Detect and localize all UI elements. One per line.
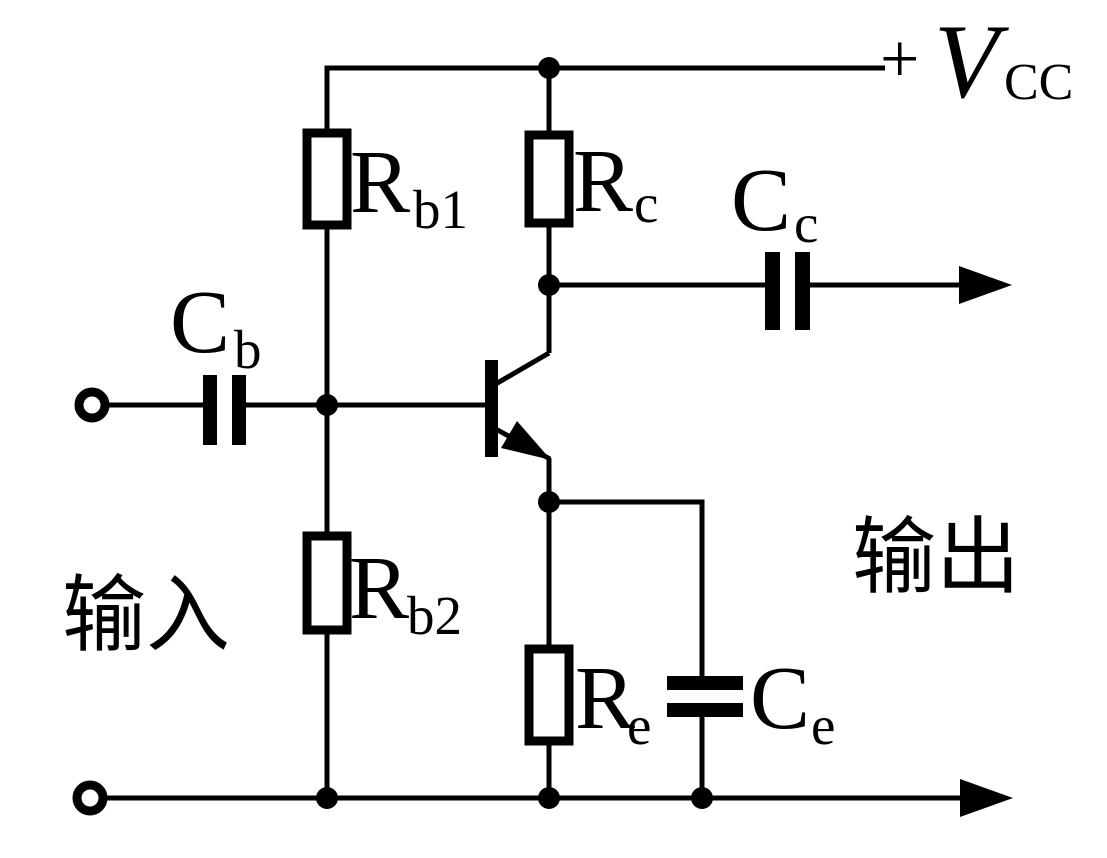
cc-label: C [731,151,791,250]
ground-terminal [72,780,108,816]
rb2-label-subscript: b2 [407,585,462,646]
rc-label-subscript: c [634,173,658,234]
junction-dot-emitter [538,491,560,513]
output-text-label: 输出 [852,512,1020,605]
re-label: R [575,649,635,748]
junction-dot-collector [538,274,560,296]
supply-label-subscript: CC [1004,54,1073,111]
capacitor-ce-plate-bottom [667,703,743,717]
wire-collector-diagonal [492,350,551,388]
resistor-rc [524,130,574,228]
transistor-emitter-arrow-icon [501,421,551,460]
rc-label: R [573,132,633,231]
junction-dot-ground-ce [691,787,713,809]
cc-label-subscript: c [794,193,818,254]
wire-top-rail [324,65,885,133]
cb-label: C [170,273,230,372]
capacitor-cb-plate-right [232,375,246,445]
capacitor-cb-plate-left [203,375,217,445]
wire-ce-top [549,499,705,676]
resistor-rb1 [302,128,352,230]
rb1-label: R [350,133,410,232]
capacitor-cc-plate-left [765,252,780,330]
capacitor-ce-plate-top [667,676,743,690]
ground-arrow-icon [960,779,1013,817]
resistor-re [524,644,574,746]
output-arrow-icon [959,266,1012,304]
rb2-label: R [349,539,409,638]
supply-label: V [934,3,1009,120]
resistor-rb2 [302,531,352,635]
rb1-label-subscript: b1 [413,179,468,240]
junction-dot-ground-rb2 [316,787,338,809]
junction-dot-base [316,394,338,416]
input-terminal [74,387,110,423]
junction-dot-ground-re [538,787,560,809]
junction-dot-vcc [538,57,560,79]
ce-label-subscript: e [811,695,835,756]
capacitor-cc-plate-right [795,252,810,330]
input-text-label: 输入 [62,570,230,663]
supply-plus-sign: + [880,21,919,98]
ce-label: C [750,649,810,748]
cb-label-subscript: b [234,319,262,380]
re-label-subscript: e [627,695,651,756]
transistor-base-bar [485,360,498,457]
